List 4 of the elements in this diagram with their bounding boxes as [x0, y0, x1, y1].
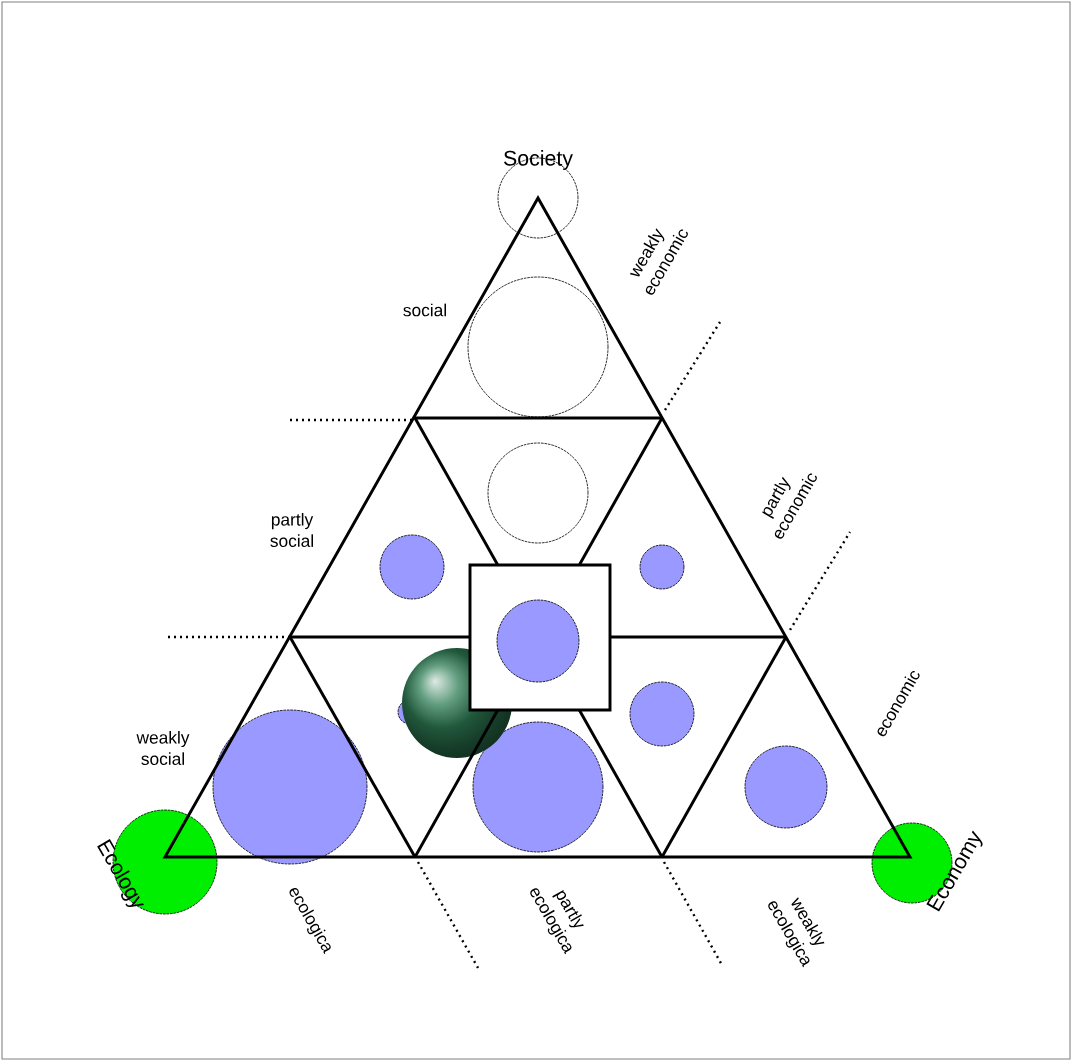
region-label: partly social — [270, 512, 314, 548]
vertex-label: Society — [504, 150, 573, 170]
region-label: social — [403, 303, 446, 317]
region-label: weakly social — [136, 730, 190, 766]
